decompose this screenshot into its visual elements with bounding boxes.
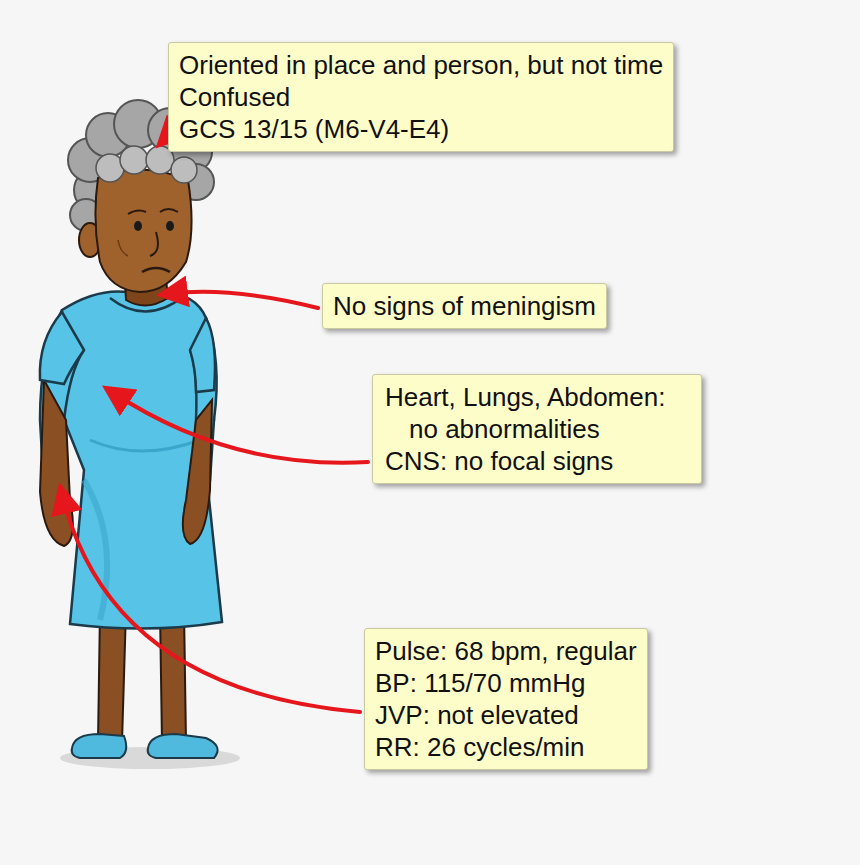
finding-text: RR: 26 cycles/min <box>375 731 637 763</box>
findings-callout: Heart, Lungs, Abdomen: no abnormalitiesC… <box>372 374 702 484</box>
findings-callout: Pulse: 68 bpm, regularBP: 115/70 mmHgJVP… <box>364 628 648 770</box>
finding-text: Confused <box>179 81 663 113</box>
findings-callout: Oriented in place and person, but not ti… <box>168 42 674 152</box>
finding-text: No signs of meningism <box>333 290 596 322</box>
finding-text: JVP: not elevated <box>375 699 637 731</box>
finding-text: GCS 13/15 (M6-V4-E4) <box>179 113 663 145</box>
findings-callout: No signs of meningism <box>322 283 607 329</box>
finding-text: CNS: no focal signs <box>409 445 691 477</box>
finding-text: Oriented in place and person, but not ti… <box>179 49 663 81</box>
finding-text: BP: 115/70 mmHg <box>375 667 637 699</box>
finding-text: Heart, Lungs, Abdomen: no abnormalities <box>409 381 691 445</box>
finding-text: Pulse: 68 bpm, regular <box>375 635 637 667</box>
